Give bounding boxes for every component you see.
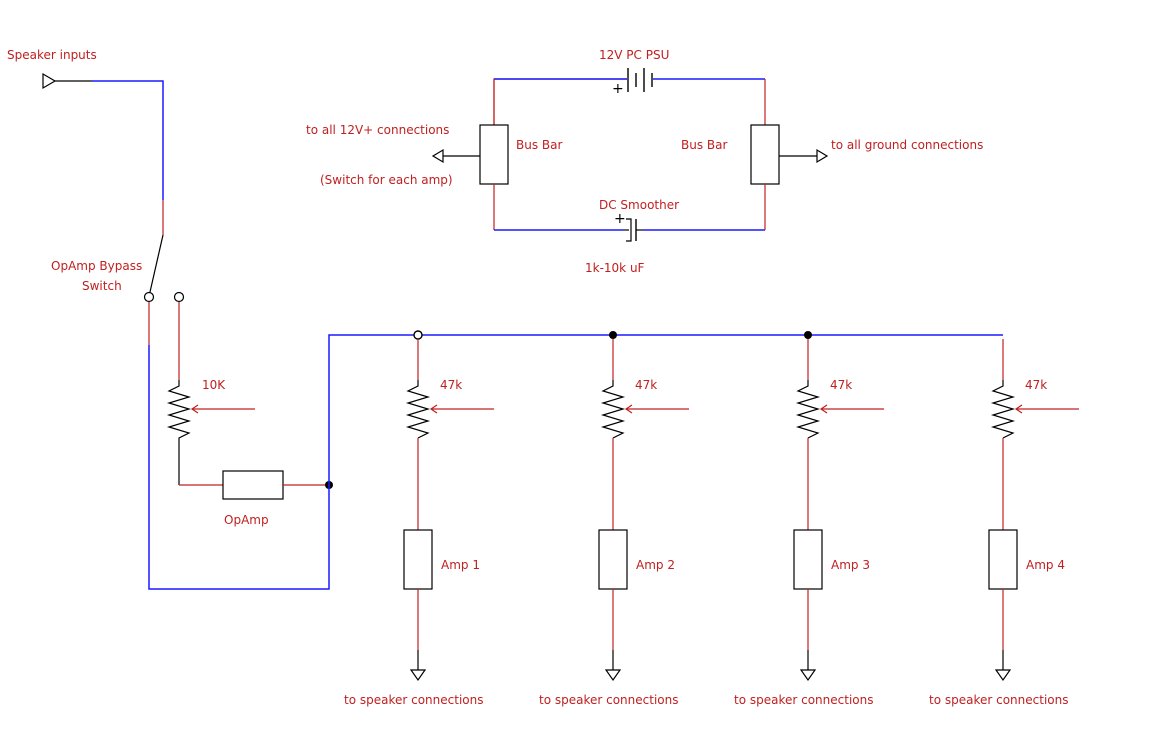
channel-1-wiper-arrow <box>429 404 438 414</box>
bus-bar-right-label: Bus Bar <box>681 138 728 152</box>
channel-4-wiper-arrow <box>1014 404 1023 414</box>
pot-10k <box>166 380 255 485</box>
channel-3-pot <box>795 380 821 439</box>
channel-3-amp-label: Amp 3 <box>831 558 870 572</box>
channels-group <box>403 339 1079 682</box>
opamp-label: OpAmp <box>224 513 269 527</box>
channel-4-output-label: to speaker connections <box>929 693 1069 707</box>
channel-2-ground-icon <box>604 669 622 682</box>
junction-1 <box>413 330 423 340</box>
channel-3-pot-label: 47k <box>830 378 853 392</box>
opamp-bypass-label: OpAmp Bypass <box>51 259 143 273</box>
channel-2-pot <box>600 380 626 439</box>
junction-3 <box>804 331 812 339</box>
to-ground-label: to all ground connections <box>831 138 984 152</box>
channel-2-output-label: to speaker connections <box>539 693 679 707</box>
input-wire <box>92 80 164 200</box>
bus-bar-left-label: Bus Bar <box>516 138 563 152</box>
bypass-switch <box>143 234 185 380</box>
power-section <box>431 68 829 242</box>
cap-value-label: 1k-10k uF <box>585 261 645 275</box>
channel-1-amp-label: Amp 1 <box>441 558 480 572</box>
channel-3-amp-box <box>793 529 823 590</box>
pot-10k-label: 10K <box>202 378 226 392</box>
cap-plus-label: + <box>614 211 626 227</box>
channel-2-pot-label: 47k <box>635 378 658 392</box>
channel-1-output-label: to speaker connections <box>344 693 484 707</box>
psu-label: 12V PC PSU <box>599 48 670 62</box>
channel-2-amp-box <box>598 529 628 590</box>
channel-3-ground-icon <box>799 669 817 682</box>
speaker-inputs-label: Speaker inputs <box>7 48 97 62</box>
channel-2-wiper-arrow <box>624 404 633 414</box>
channel-1-ground-icon <box>409 669 427 682</box>
channel-1-pot <box>405 380 431 439</box>
channel-3-output-label: to speaker connections <box>734 693 874 707</box>
speaker-input-terminal <box>42 72 92 90</box>
channel-3-wiper-arrow <box>819 404 828 414</box>
channel-4-pot-label: 47k <box>1025 378 1048 392</box>
to-12v-label: to all 12V+ connections <box>306 123 450 137</box>
dc-smoother-label: DC Smoother <box>599 198 680 212</box>
opamp-block <box>179 470 333 500</box>
channel-4-pot <box>990 380 1016 439</box>
opamp-bypass-label-2: Switch <box>82 279 122 293</box>
channel-2-amp-label: Amp 2 <box>636 558 675 572</box>
channel-4-ground-icon <box>994 669 1012 682</box>
psu-plus-label: + <box>612 81 624 97</box>
channel-4-amp-box <box>988 529 1018 590</box>
switch-each-label: (Switch for each amp) <box>320 173 453 187</box>
bypass-wire <box>148 334 1003 590</box>
channel-1-pot-label: 47k <box>440 378 463 392</box>
junction-2 <box>609 331 617 339</box>
channel-4-amp-label: Amp 4 <box>1026 558 1065 572</box>
channel-1-amp-box <box>403 529 433 590</box>
